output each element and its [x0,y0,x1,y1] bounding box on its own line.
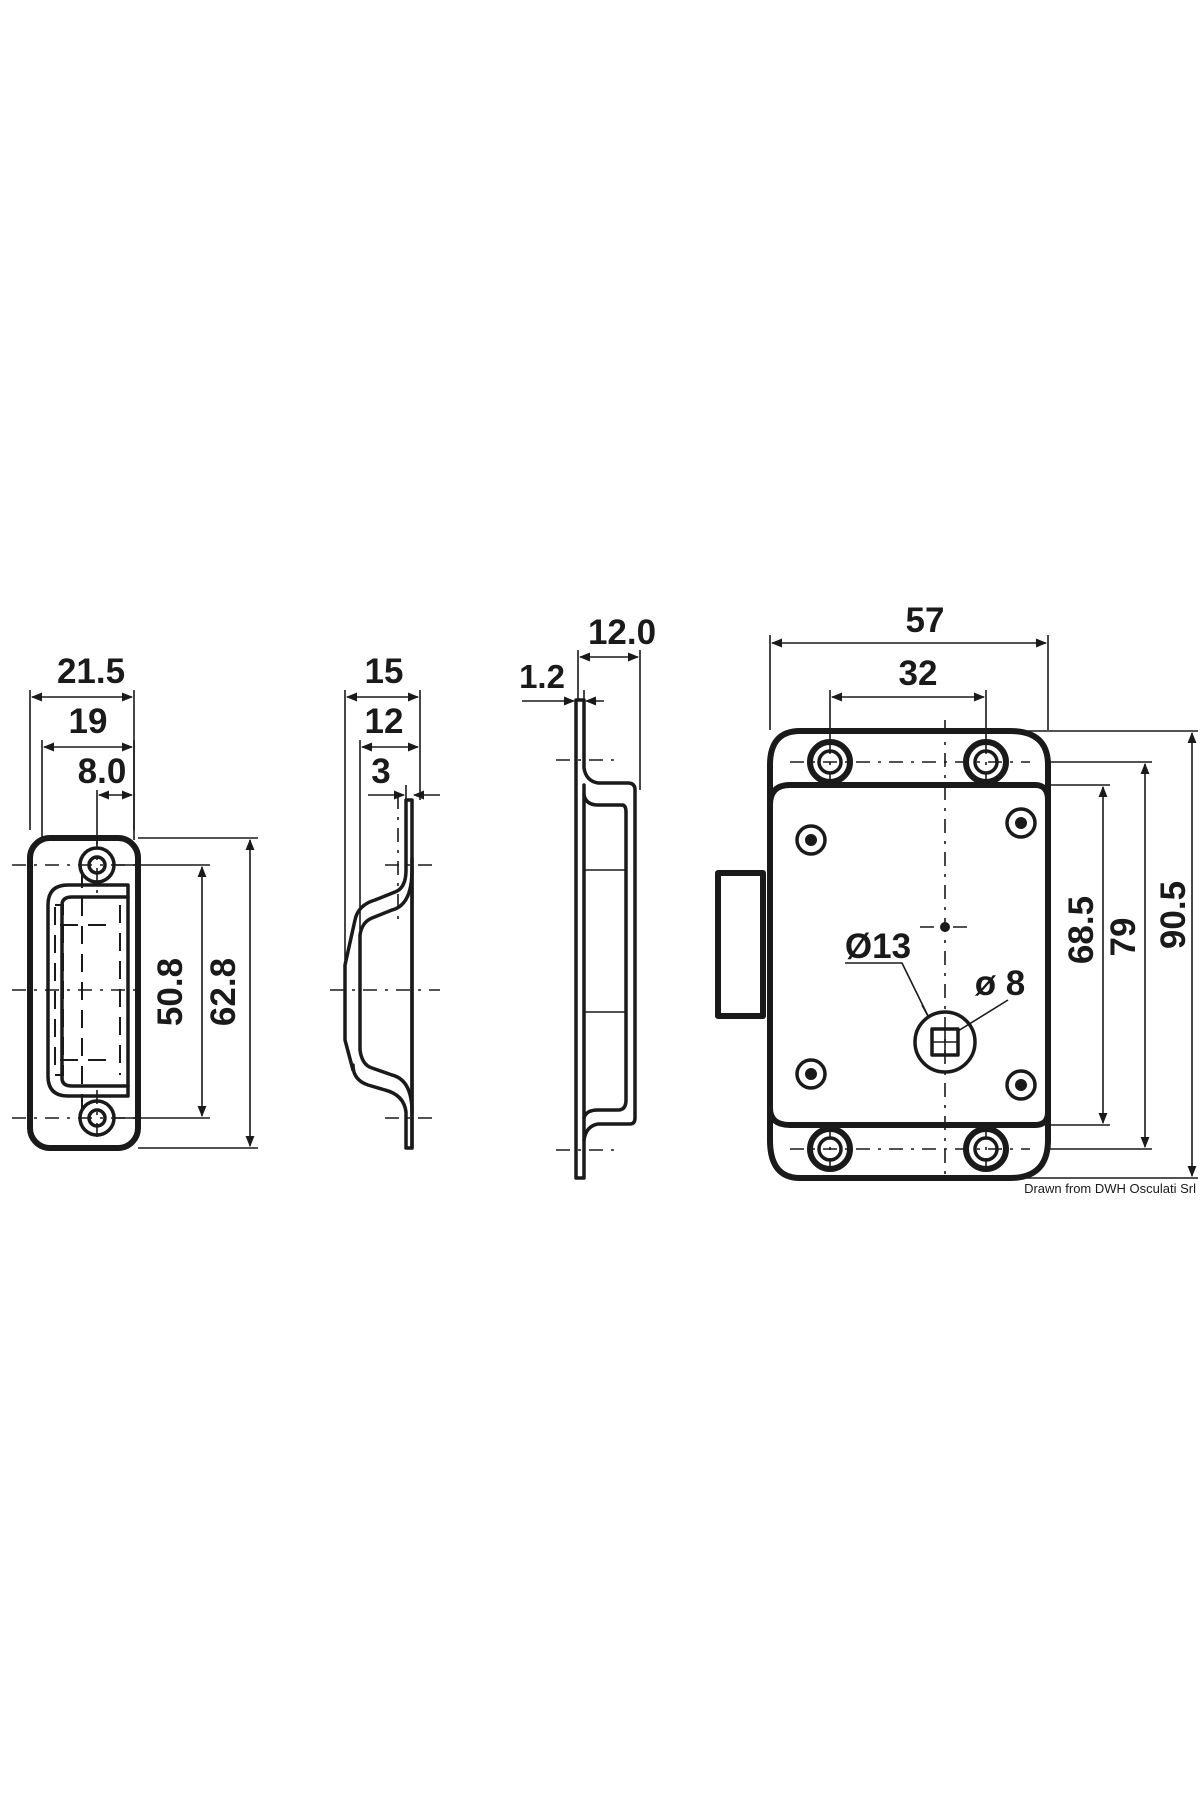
dim-lock-overall-height: 90.5 [1154,881,1193,949]
lock-case-hole-bottom-left [795,1058,827,1090]
lock-side-body-outline [574,698,637,1180]
dim-strike-hole-offset: 8.0 [78,752,127,791]
strike-plate-front-view: 21.5 19 8.0 50.8 62.8 [12,652,258,1151]
dim-strike-side-overall-depth: 15 [365,652,404,691]
dim-lock-spindle-diameter: ø 8 [975,964,1026,1003]
strike-bottom-hole [78,1090,116,1150]
dim-lock-hole-spacing: 32 [899,654,938,693]
dim-strike-side-inner-depth: 12 [365,702,404,741]
lock-case-hole-bottom-right [1005,1069,1037,1101]
dim-strike-inner-width: 19 [69,702,108,741]
strike-side-profile-outer [343,798,414,1150]
strike-recess [46,883,130,1098]
dim-strike-overall-width: 21.5 [57,652,125,691]
strike-side-profile-inner [358,868,414,1114]
dim-lock-side-plate-thickness: 1.2 [519,658,565,695]
dim-lock-side-body-depth: 12.0 [588,613,656,652]
lock-case-hole-top-left [795,824,827,856]
dim-strike-side-plate-thickness: 3 [371,752,390,791]
lock-front-view: Ø13 ø 8 57 32 68.5 79 90.5 [715,601,1198,1181]
dim-lock-overall-width: 57 [906,601,945,640]
strike-plate-side-view: 15 12 3 [330,652,440,1150]
strike-recess-hidden-edge [54,904,64,1076]
drawing-credit: Drawn from DWH Osculati Srl [1024,1181,1196,1196]
lock-bolt [715,870,766,1019]
dim-lock-body-height: 68.5 [1062,896,1101,964]
lock-side-view: 12.0 1.2 [519,613,656,1180]
lock-case-hole-top-right [1005,807,1037,839]
strike-plate-outline [27,835,141,1151]
dim-lock-keyhole-diameter: Ø13 [845,927,911,966]
dim-strike-hole-spacing: 50.8 [151,958,190,1026]
dim-strike-overall-height: 62.8 [204,958,243,1026]
lock-side-body-inner [582,793,628,1120]
dim-lock-hole-spacing-vertical: 79 [1104,918,1143,957]
lock-case [767,782,1051,1128]
lock-keyhole [913,1010,977,1074]
